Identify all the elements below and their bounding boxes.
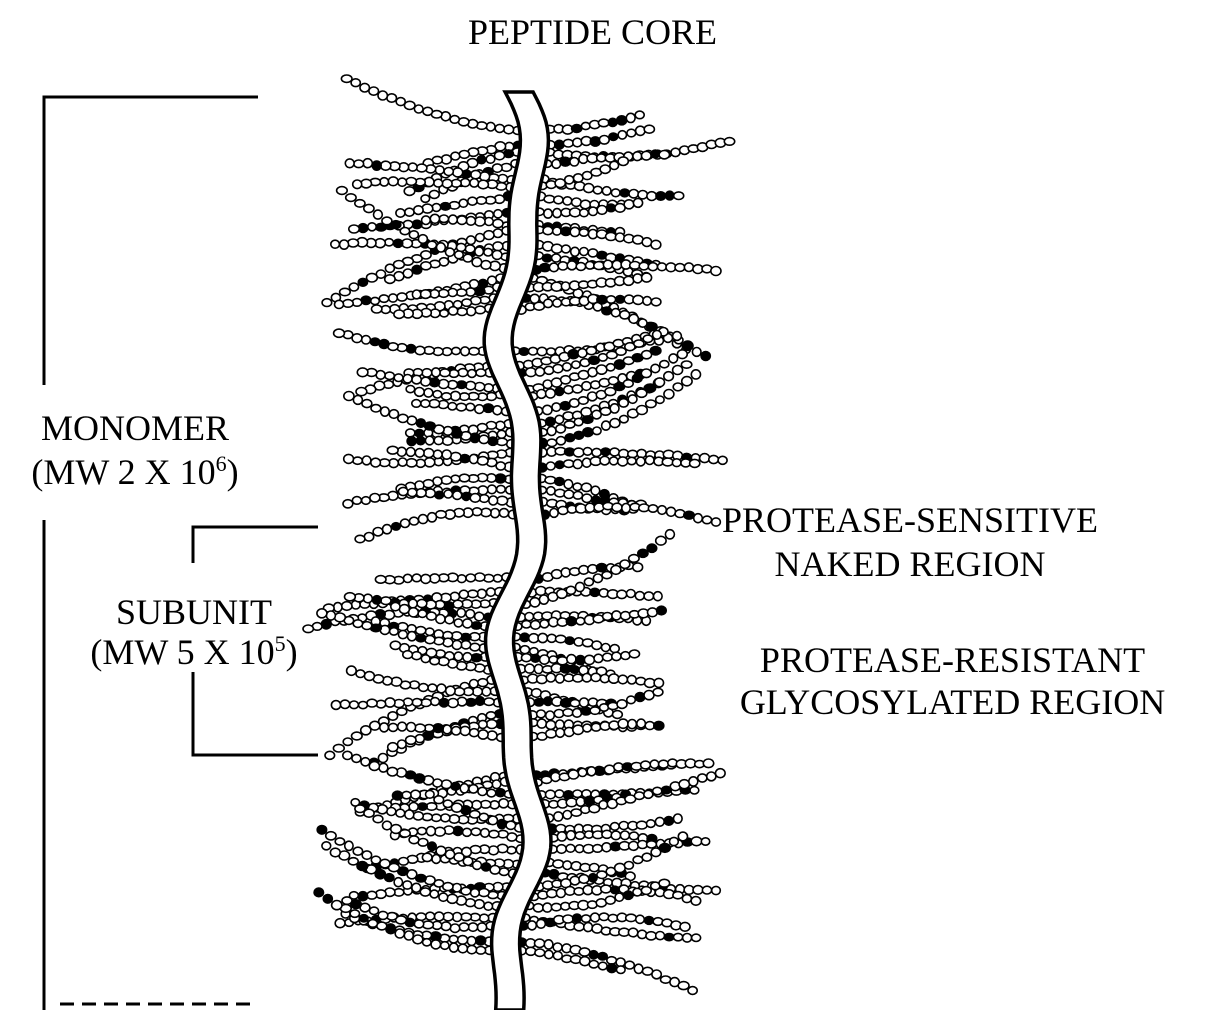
naked-region-label-line1: PROTEASE-SENSITIVE — [700, 500, 1120, 540]
monomer-weight-suffix: ) — [227, 452, 239, 492]
subunit-weight-exponent: 5 — [275, 631, 286, 656]
glycosylated-region-label-line2: GLYCOSYLATED REGION — [705, 682, 1200, 722]
monomer-weight-prefix: (MW 2 X 10 — [31, 452, 215, 492]
monomer-bracket — [44, 97, 258, 1010]
peptide-core-label: PEPTIDE CORE — [0, 12, 1185, 52]
subunit-weight-label: (MW 5 X 105) — [70, 632, 318, 672]
subunit-weight-suffix: ) — [286, 632, 298, 672]
monomer-weight-label: (MW 2 X 106) — [10, 452, 260, 492]
glycosylated-region-label-line1: PROTEASE-RESISTANT — [705, 640, 1200, 680]
monomer-label: MONOMER — [10, 408, 260, 448]
subunit-weight-prefix: (MW 5 X 10 — [90, 632, 274, 672]
monomer-weight-exponent: 6 — [216, 451, 227, 476]
naked-region-label-line2: NAKED REGION — [700, 544, 1120, 584]
subunit-label: SUBUNIT — [70, 592, 318, 632]
